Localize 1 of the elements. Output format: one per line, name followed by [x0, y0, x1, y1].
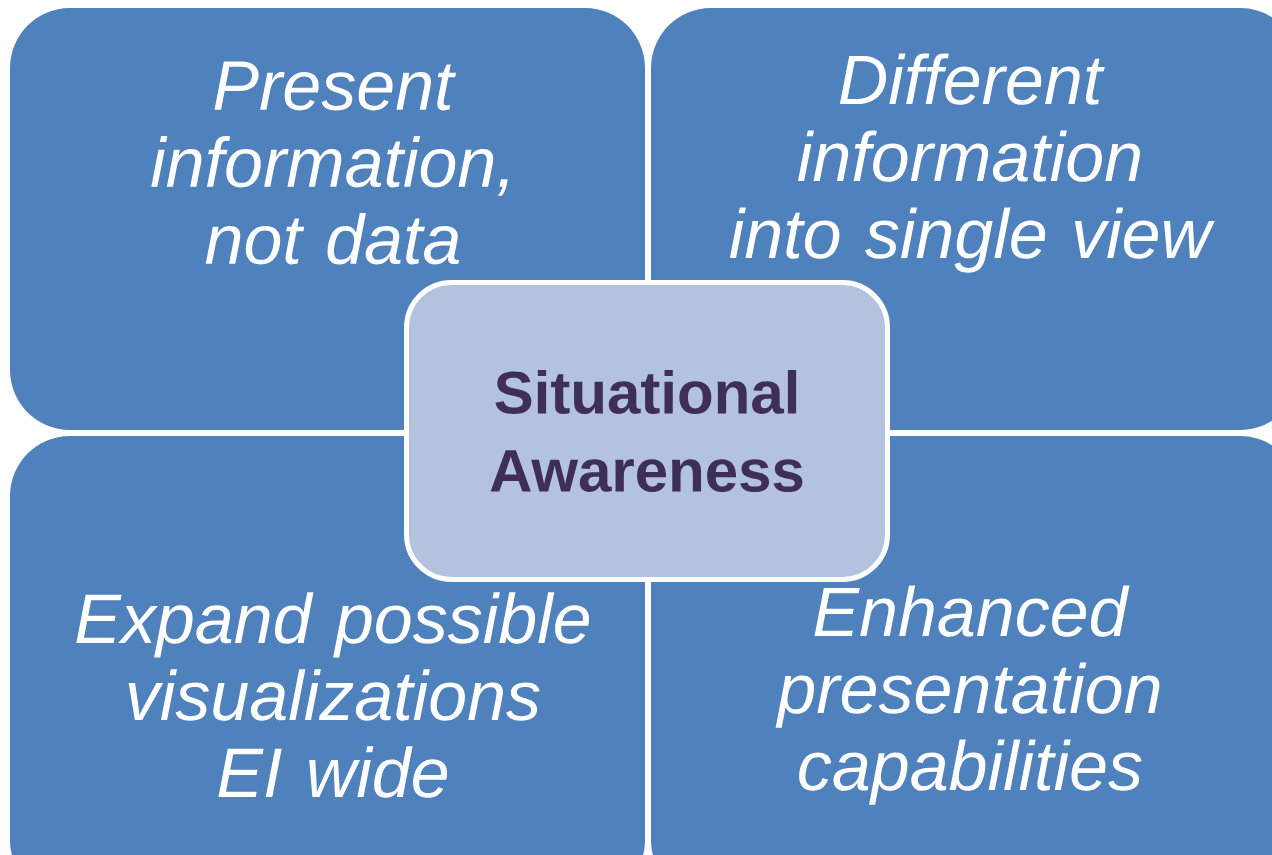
center-box: Situational Awareness: [404, 280, 890, 582]
